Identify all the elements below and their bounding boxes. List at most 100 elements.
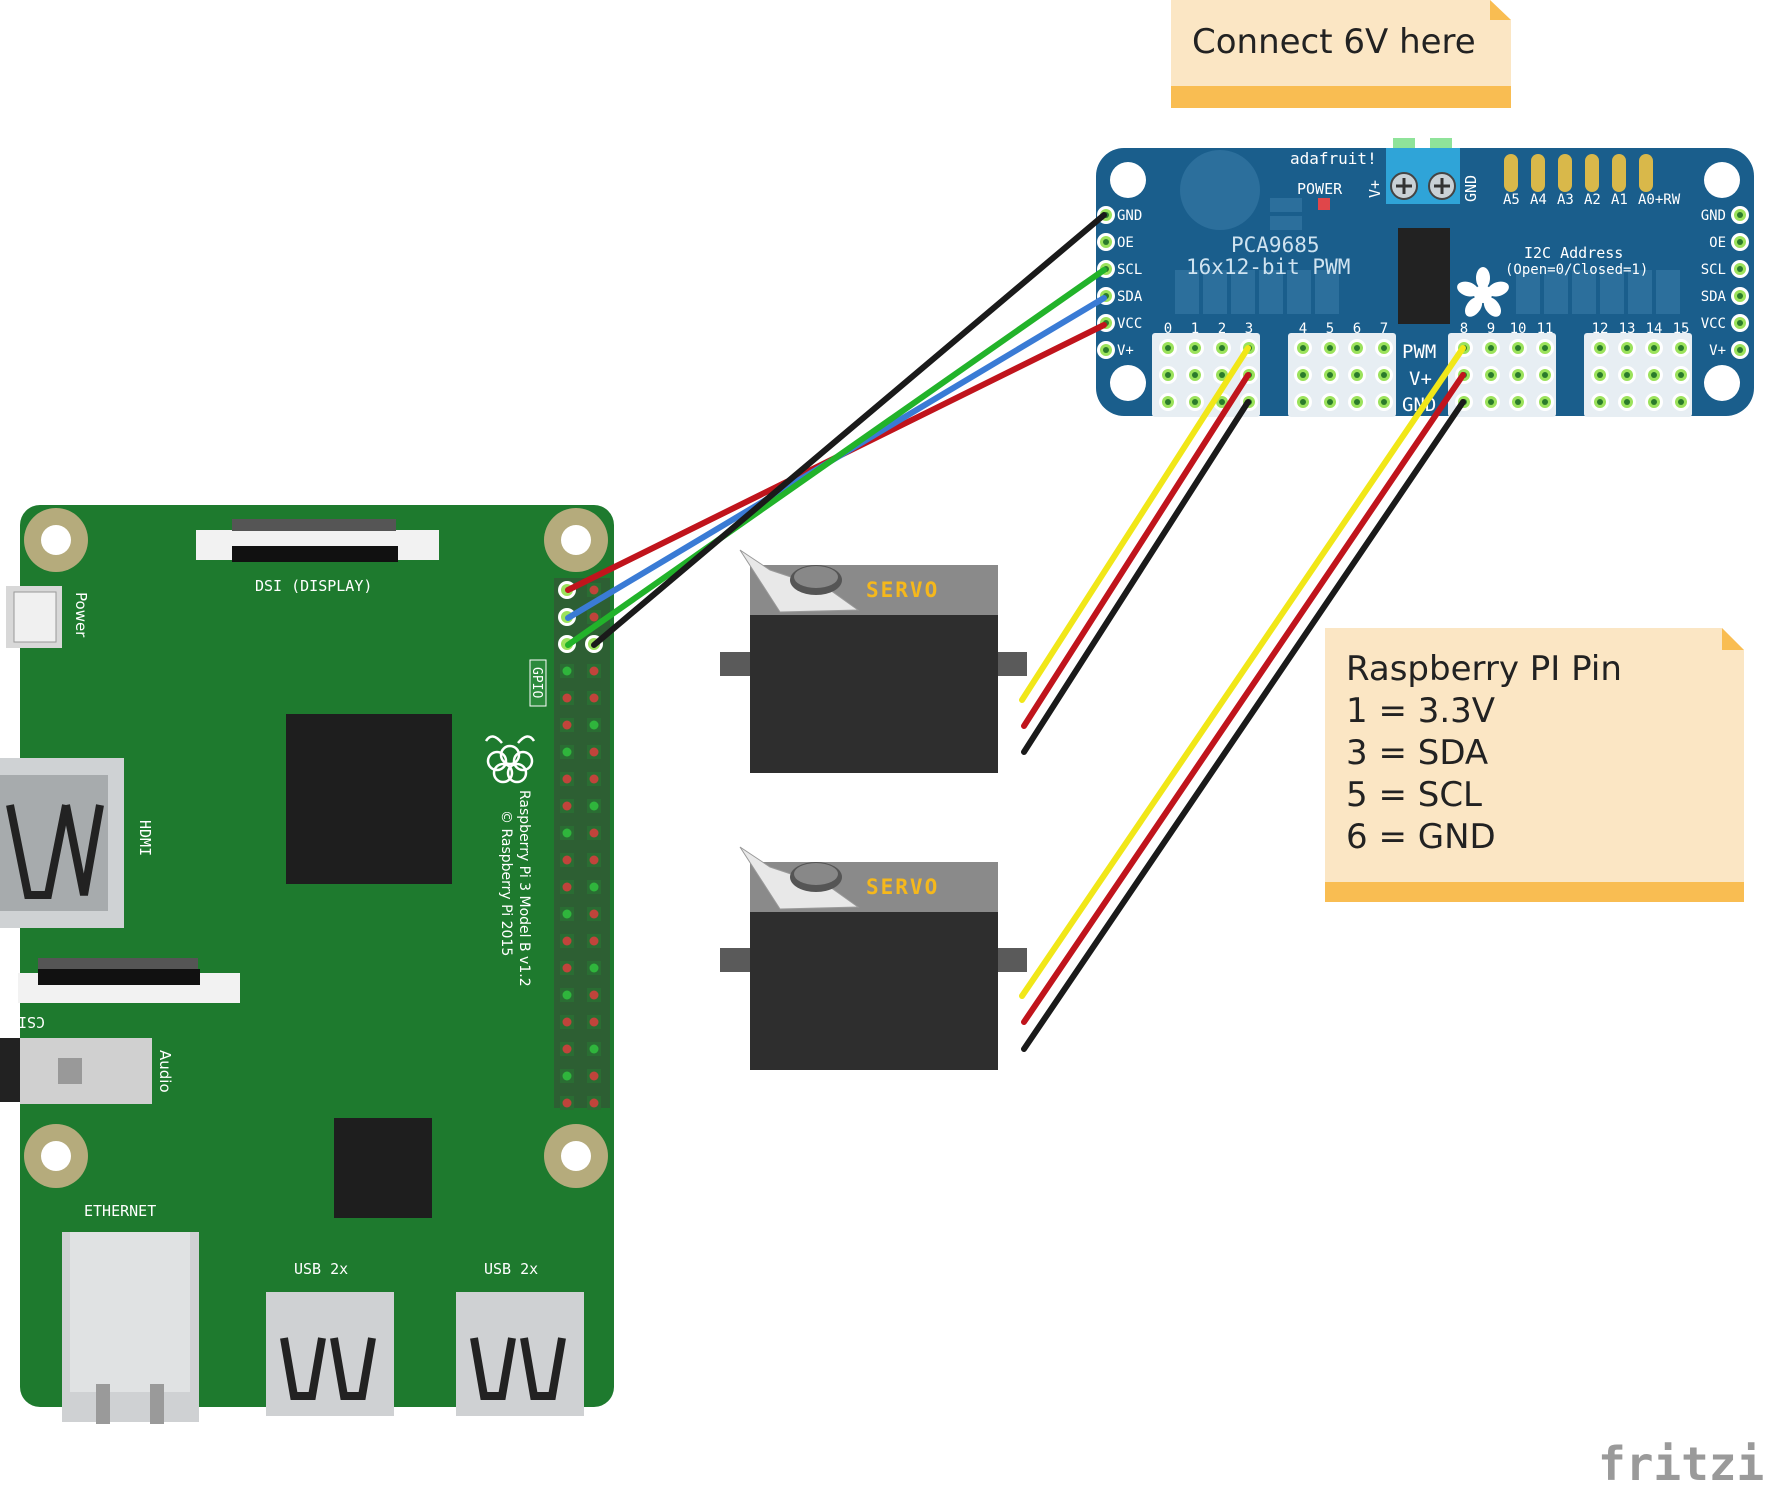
channel-pin[interactable] bbox=[1536, 393, 1554, 411]
gpio-pin[interactable] bbox=[560, 880, 574, 894]
channel-pin[interactable] bbox=[1375, 339, 1393, 357]
pca-right-pin[interactable] bbox=[1731, 206, 1749, 224]
channel-pin[interactable] bbox=[1645, 393, 1663, 411]
gpio-pin[interactable] bbox=[560, 664, 574, 678]
channel-pin[interactable] bbox=[1509, 393, 1527, 411]
channel-pin[interactable] bbox=[1509, 366, 1527, 384]
channel-pin[interactable] bbox=[1375, 393, 1393, 411]
gpio-pin[interactable] bbox=[560, 1015, 574, 1029]
gpio-pin[interactable] bbox=[560, 745, 574, 759]
pca-right-pin[interactable] bbox=[1731, 260, 1749, 278]
servo-2-wires[interactable] bbox=[1019, 345, 1466, 1052]
gpio-pin[interactable] bbox=[587, 853, 601, 867]
channel-pin[interactable] bbox=[1536, 339, 1554, 357]
channel-pin[interactable] bbox=[1645, 366, 1663, 384]
servo-1-power-wire[interactable] bbox=[1021, 372, 1251, 729]
channel-number-label: 9 bbox=[1487, 321, 1495, 337]
channel-pin[interactable] bbox=[1591, 366, 1609, 384]
gpio-pin[interactable] bbox=[560, 988, 574, 1002]
gpio-pin[interactable] bbox=[560, 1069, 574, 1083]
channel-pin[interactable] bbox=[1294, 366, 1312, 384]
wire-black-gnd[interactable] bbox=[591, 212, 1107, 648]
gpio-pin[interactable] bbox=[560, 799, 574, 813]
channel-pin[interactable] bbox=[1186, 393, 1204, 411]
servo-2-ground-wire[interactable] bbox=[1021, 399, 1466, 1052]
gpio-pin[interactable] bbox=[560, 934, 574, 948]
channel-pin[interactable] bbox=[1186, 339, 1204, 357]
servo-1-signal-wire[interactable] bbox=[1019, 345, 1251, 703]
gpio-pin[interactable] bbox=[587, 988, 601, 1002]
channel-pin[interactable] bbox=[1672, 366, 1690, 384]
channel-pin[interactable] bbox=[1482, 339, 1500, 357]
i2c-wires[interactable] bbox=[565, 212, 1107, 648]
channel-pin[interactable] bbox=[1618, 393, 1636, 411]
gpio-pin[interactable] bbox=[560, 1096, 574, 1110]
gpio-pin[interactable] bbox=[587, 1015, 601, 1029]
channel-pin[interactable] bbox=[1645, 339, 1663, 357]
channel-pin[interactable] bbox=[1348, 339, 1366, 357]
gpio-pin[interactable] bbox=[560, 961, 574, 975]
channel-pin[interactable] bbox=[1348, 393, 1366, 411]
gpio-pin[interactable] bbox=[587, 691, 601, 705]
channel-pin[interactable] bbox=[1159, 339, 1177, 357]
gpio-pin[interactable] bbox=[560, 718, 574, 732]
pca-right-pin[interactable] bbox=[1731, 314, 1749, 332]
servo-2-power-wire[interactable] bbox=[1021, 372, 1466, 1025]
channel-pin[interactable] bbox=[1482, 366, 1500, 384]
gpio-pin[interactable] bbox=[587, 1096, 601, 1110]
gpio-pin[interactable] bbox=[587, 610, 601, 624]
channel-pin[interactable] bbox=[1321, 339, 1339, 357]
channel-pin[interactable] bbox=[1618, 366, 1636, 384]
pca-left-pin[interactable] bbox=[1097, 341, 1115, 359]
channel-pin[interactable] bbox=[1321, 366, 1339, 384]
channel-pin[interactable] bbox=[1294, 393, 1312, 411]
gpio-pin[interactable] bbox=[587, 880, 601, 894]
wire-green-scl[interactable] bbox=[565, 267, 1107, 648]
terminal-screw-icon[interactable] bbox=[1428, 172, 1456, 200]
gpio-pin[interactable] bbox=[587, 799, 601, 813]
gpio-pin[interactable] bbox=[560, 772, 574, 786]
gpio-pin[interactable] bbox=[587, 664, 601, 678]
gpio-pin[interactable] bbox=[560, 691, 574, 705]
channel-pin[interactable] bbox=[1321, 393, 1339, 411]
channel-pin[interactable] bbox=[1348, 366, 1366, 384]
channel-pin[interactable] bbox=[1591, 393, 1609, 411]
gpio-pin[interactable] bbox=[560, 907, 574, 921]
channel-pin[interactable] bbox=[1536, 366, 1554, 384]
servo-1-ground-wire[interactable] bbox=[1021, 399, 1251, 755]
gpio-pin[interactable] bbox=[587, 583, 601, 597]
channel-pin[interactable] bbox=[1618, 339, 1636, 357]
pca-right-pin[interactable] bbox=[1731, 233, 1749, 251]
gpio-pin[interactable] bbox=[560, 1042, 574, 1056]
gpio-pin[interactable] bbox=[587, 1042, 601, 1056]
terminal-screw-icon[interactable] bbox=[1390, 172, 1418, 200]
gpio-pin[interactable] bbox=[587, 907, 601, 921]
gpio-pin[interactable] bbox=[587, 772, 601, 786]
channel-pin[interactable] bbox=[1213, 339, 1231, 357]
channel-pin[interactable] bbox=[1482, 393, 1500, 411]
servo-1-wires[interactable] bbox=[1019, 345, 1251, 755]
gpio-pin[interactable] bbox=[587, 718, 601, 732]
channel-pin[interactable] bbox=[1509, 339, 1527, 357]
channel-pin[interactable] bbox=[1672, 339, 1690, 357]
gpio-pin[interactable] bbox=[587, 934, 601, 948]
gpio-pin[interactable] bbox=[587, 1069, 601, 1083]
channel-pin[interactable] bbox=[1672, 393, 1690, 411]
channel-pin[interactable] bbox=[1186, 366, 1204, 384]
channel-pin[interactable] bbox=[1375, 366, 1393, 384]
gpio-pin[interactable] bbox=[587, 745, 601, 759]
channel-pin[interactable] bbox=[1294, 339, 1312, 357]
channel-pin[interactable] bbox=[1159, 366, 1177, 384]
servo-2-signal-wire[interactable] bbox=[1019, 345, 1466, 999]
pca-right-pin[interactable] bbox=[1731, 341, 1749, 359]
gpio-pin[interactable] bbox=[560, 853, 574, 867]
channel-pin[interactable] bbox=[1159, 393, 1177, 411]
gpio-pin[interactable] bbox=[587, 961, 601, 975]
usb1-label: USB 2x bbox=[294, 1260, 348, 1278]
address-label: A1 bbox=[1611, 192, 1628, 208]
channel-pin[interactable] bbox=[1591, 339, 1609, 357]
gpio-pin[interactable] bbox=[587, 826, 601, 840]
pca-right-pin[interactable] bbox=[1731, 287, 1749, 305]
gpio-pin[interactable] bbox=[560, 826, 574, 840]
pca-left-pin[interactable] bbox=[1097, 233, 1115, 251]
